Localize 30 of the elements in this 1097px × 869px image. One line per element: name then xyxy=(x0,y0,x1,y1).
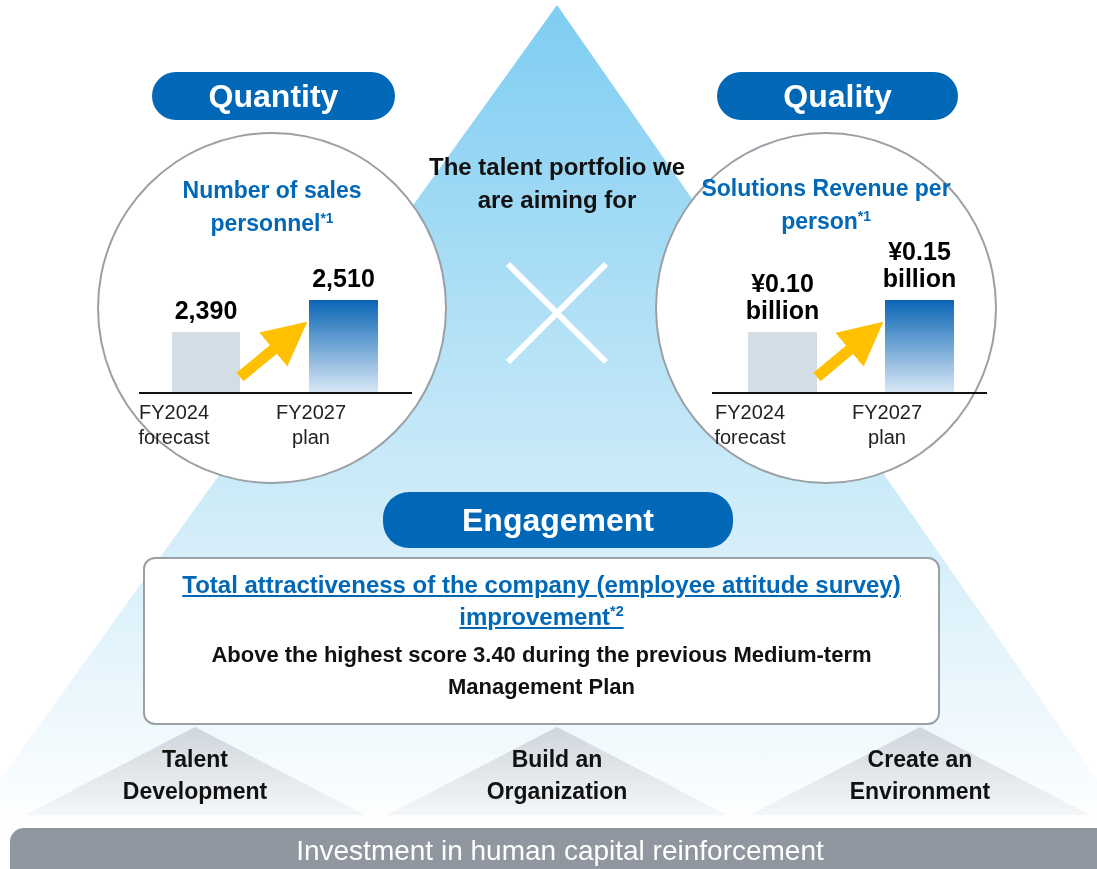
pillar-triangle xyxy=(25,727,365,815)
axis-label: FY2027 plan xyxy=(850,400,924,450)
value-label: 2,390 xyxy=(173,297,239,324)
section-banner: Engagement xyxy=(383,492,733,548)
chart-bar xyxy=(172,332,240,392)
pillar-triangle xyxy=(750,727,1090,815)
foundation-band: Investment in human capital reinforcement xyxy=(10,828,1097,869)
pillar-label: Talent Development xyxy=(121,745,269,806)
pillar-triangle xyxy=(387,727,727,815)
axis-label: FY2027 plan xyxy=(274,400,348,450)
metric-title: Solutions Revenue per person$^{*1}$ xyxy=(700,174,952,236)
arrow xyxy=(813,321,884,382)
section-banner: Quality xyxy=(717,72,958,120)
pillar-label: Build an Organization xyxy=(485,745,629,806)
target-heading: Total attractiveness of the company (employee attitude survey) improvement$^{*2}$ xyxy=(181,570,902,632)
chart-bar xyxy=(748,332,817,392)
value-label: ¥0.10 billion xyxy=(744,270,821,324)
metric-title: Number of sales personnel$^{*1}$ xyxy=(181,176,363,238)
axis-label: FY2024 forecast xyxy=(713,400,787,450)
value-label: ¥0.15 billion xyxy=(881,238,958,292)
center-text: The talent portfolio we are aiming for xyxy=(425,150,689,220)
arrow xyxy=(236,321,308,382)
target-text: Above the highest score 3.40 during the previous Medium-term Management Plan xyxy=(210,641,873,701)
axis-label: FY2024 forecast xyxy=(137,400,211,450)
chart-bar xyxy=(885,300,954,392)
chart-bar xyxy=(309,300,378,392)
target-card xyxy=(143,557,940,725)
section-banner: Quantity xyxy=(152,72,395,120)
value-label: 2,510 xyxy=(311,265,376,292)
pillar-label: Create an Environment xyxy=(848,745,992,806)
